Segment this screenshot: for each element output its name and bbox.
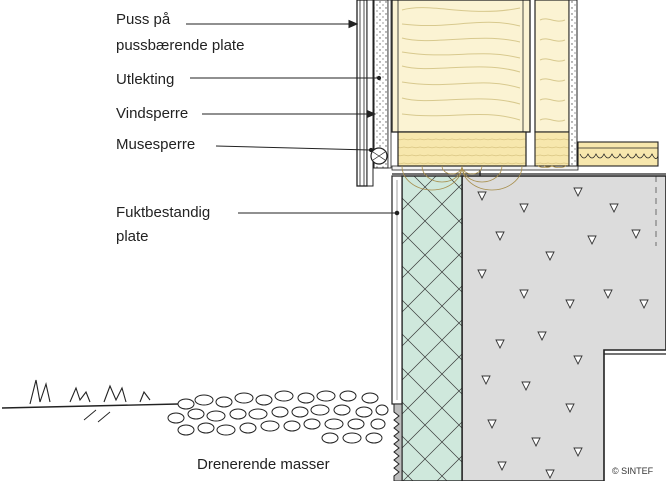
xps-insulation — [401, 175, 463, 481]
drainage-mat — [393, 403, 403, 481]
label-moisture-board-line2: plate — [116, 228, 149, 245]
bottom-plate — [397, 131, 527, 167]
inner-insulation — [534, 0, 570, 133]
furring-strip — [366, 0, 374, 187]
label-mouse-barrier: Musesperre — [116, 136, 196, 153]
label-render-line2: pussbærende plate — [116, 37, 245, 54]
label-wind-barrier: Vindsperre — [116, 105, 189, 122]
label-drainage-fill: Drenerende masser — [197, 456, 330, 473]
render-board — [356, 0, 368, 187]
ground-surface — [1, 403, 179, 409]
wind-barrier-board — [373, 0, 389, 169]
label-furring: Utlekting — [116, 71, 175, 88]
drainage-gravel — [167, 390, 389, 444]
leader-lines — [186, 19, 400, 216]
credit-sintef: © SINTEF — [612, 466, 654, 476]
label-moisture-board-line1: Fuktbestandig — [116, 204, 211, 221]
grass-tufts — [29, 379, 151, 405]
floor-buildup — [577, 141, 659, 167]
concrete-foundation — [461, 175, 666, 481]
concrete-aggregate — [477, 187, 649, 480]
label-render-line1: Puss på — [116, 11, 171, 28]
interior-board — [568, 0, 578, 167]
wall-insulation — [391, 0, 531, 133]
